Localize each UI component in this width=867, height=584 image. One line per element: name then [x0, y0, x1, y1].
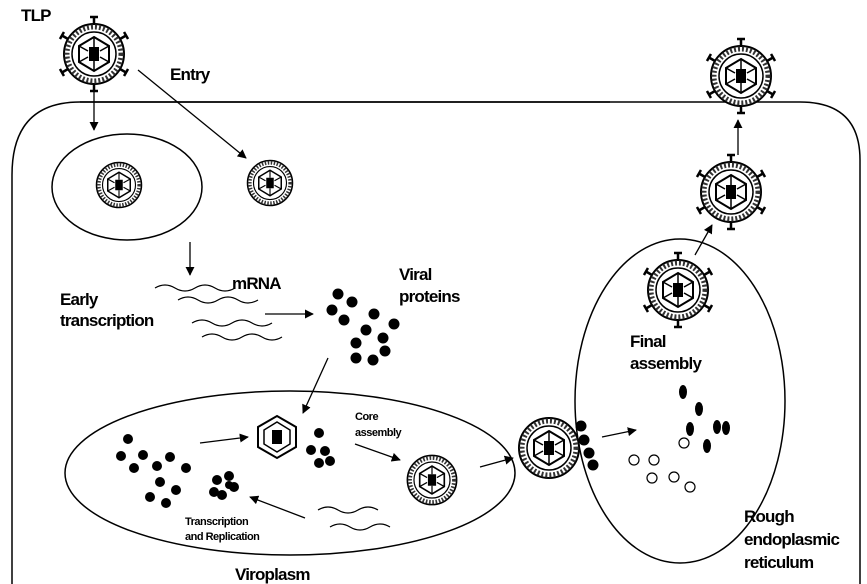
- label-entry: Entry: [170, 65, 211, 84]
- cell-membrane: [11, 101, 861, 584]
- label-early-transcription-2: transcription: [60, 311, 154, 330]
- label-viral-proteins-2: proteins: [399, 287, 460, 306]
- mrna-strands: [154, 284, 283, 341]
- arrow-viroplasm-to-er: [479, 455, 514, 468]
- endosome: [51, 133, 203, 241]
- label-mrna: mRNA: [232, 274, 281, 293]
- er-outer-capsid-proteins: [679, 385, 730, 453]
- virion-budding-er: [519, 418, 579, 478]
- label-viroplasm: Viroplasm: [235, 565, 310, 584]
- viroplasm-mrna-strands: [317, 506, 391, 531]
- rough-er-compartment: [574, 238, 786, 564]
- label-tlp: TLP: [21, 6, 51, 25]
- viroplasm-compartment: [64, 390, 516, 556]
- virion-exiting: [695, 153, 767, 231]
- viral-protein-dots: [326, 288, 400, 366]
- label-rer-1: Rough: [744, 507, 794, 526]
- viroplasm-protein-dots: [116, 434, 191, 508]
- arrow-mrna-to-replication: [249, 495, 306, 519]
- label-transcription-replication-2: and Replication: [185, 531, 260, 543]
- replication-intermediate-dots: [209, 471, 239, 500]
- virion-viroplasm: [407, 455, 456, 504]
- arrow-proteins-to-core: [302, 357, 329, 414]
- arrow-core-to-dlp: [354, 443, 401, 462]
- label-core-assembly-1: Core: [355, 411, 378, 423]
- label-rer-3: reticulum: [744, 553, 814, 572]
- tlp-particle-outside: [58, 15, 130, 93]
- er-membrane-protein-dots: [575, 420, 599, 471]
- arrow-dots-to-core: [199, 433, 249, 444]
- virion-in-endosome: [94, 160, 144, 210]
- label-core-assembly-2: assembly: [355, 427, 403, 439]
- core-particle: [257, 414, 297, 460]
- virion-cytoplasm-entry: [245, 158, 295, 208]
- arrow-final-to-exit: [694, 224, 713, 256]
- label-transcription-replication-1: Transcription: [185, 516, 249, 528]
- label-final-assembly-2: assembly: [630, 354, 702, 373]
- arrow-er-entry: [601, 427, 637, 438]
- er-hollow-proteins: [628, 437, 696, 493]
- label-viral-proteins-1: Viral: [399, 265, 432, 284]
- arrow-entry: [137, 69, 247, 159]
- virion-final-assembly: [642, 251, 714, 329]
- flow-arrows: [89, 69, 743, 519]
- label-early-transcription-1: Early: [60, 290, 99, 309]
- label-final-assembly-1: Final: [630, 332, 666, 351]
- core-assembly-dots: [306, 428, 335, 468]
- label-rer-2: endoplasmic: [744, 530, 839, 549]
